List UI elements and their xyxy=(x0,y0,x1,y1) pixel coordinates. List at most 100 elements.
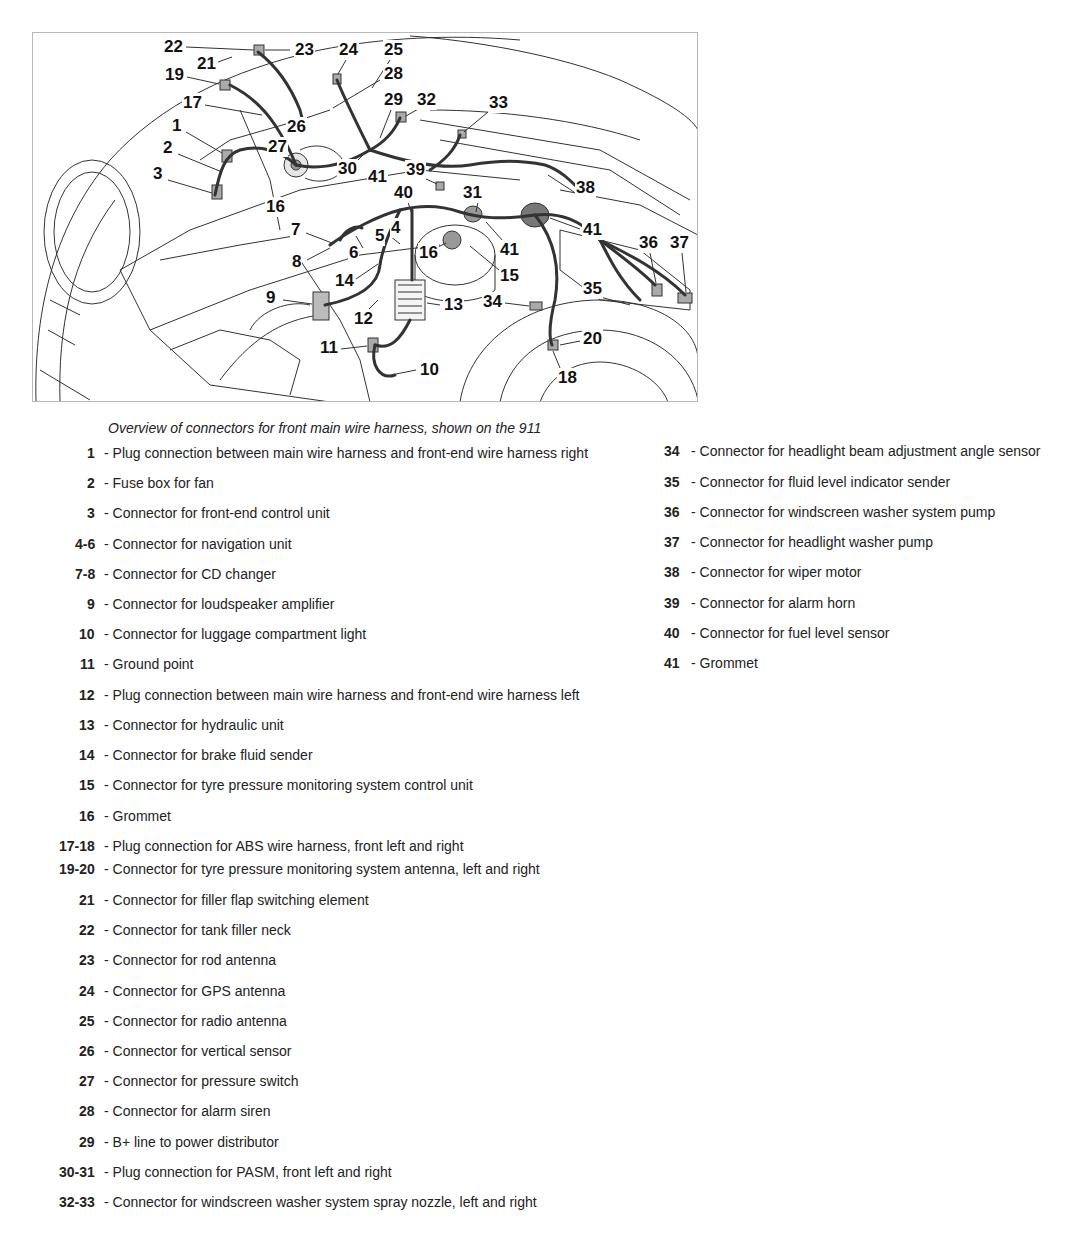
key-number: 38 xyxy=(664,564,680,580)
key-text: - Connector for alarm horn xyxy=(691,595,855,611)
key-number: 12 xyxy=(79,687,95,703)
car-body xyxy=(150,245,440,330)
car-body xyxy=(36,36,697,401)
callout-number: 34 xyxy=(482,292,503,312)
leader-lines xyxy=(600,297,630,305)
callout-number: 14 xyxy=(334,271,355,291)
callout-number: 13 xyxy=(443,295,464,315)
wire-harness xyxy=(430,135,460,170)
components xyxy=(530,302,542,310)
car-body xyxy=(36,37,520,401)
leader-lines xyxy=(380,110,391,138)
key-number: 13 xyxy=(79,717,95,733)
key-text: - Connector for fuel level sensor xyxy=(691,625,889,641)
key-number: 22 xyxy=(79,922,95,938)
figure-caption: Overview of connectors for front main wi… xyxy=(108,420,541,436)
callout-number: 20 xyxy=(582,329,603,349)
key-number: 7-8 xyxy=(75,566,95,582)
wire-harness xyxy=(215,52,685,376)
leader-lines xyxy=(168,180,212,193)
callout-number: 41 xyxy=(582,220,603,240)
callout-number: 26 xyxy=(286,117,307,137)
leader-lines xyxy=(650,253,656,283)
car-body xyxy=(415,225,495,285)
callout-number: 7 xyxy=(290,220,301,240)
key-text: - Connector for windscreen washer system… xyxy=(104,1194,537,1210)
leader-lines xyxy=(186,132,222,153)
key-number: 9 xyxy=(87,596,95,612)
callout-number: 5 xyxy=(374,226,385,246)
components xyxy=(443,231,461,249)
components xyxy=(395,280,425,320)
callout-number: 40 xyxy=(393,183,414,203)
components xyxy=(398,285,422,313)
leader-lines xyxy=(505,303,529,306)
key-text: - Connector for tyre pressure monitoring… xyxy=(104,777,473,793)
leader-lines xyxy=(424,178,437,184)
key-number: 35 xyxy=(664,474,680,490)
leader-lines xyxy=(548,175,574,192)
key-text: - Connector for rod antenna xyxy=(104,952,276,968)
key-number: 19-20 xyxy=(59,861,95,877)
leader-lines xyxy=(187,77,219,84)
key-number: 10 xyxy=(79,626,95,642)
wire-harness xyxy=(535,215,557,345)
callout-number: 25 xyxy=(383,40,404,60)
components xyxy=(212,45,692,352)
key-text: - Connector for GPS antenna xyxy=(104,983,285,999)
callout-number: 4 xyxy=(390,218,401,238)
leader-lines xyxy=(464,112,488,132)
key-number: 15 xyxy=(79,777,95,793)
key-text: - Connector for navigation unit xyxy=(104,536,292,552)
key-text: - Plug connection between main wire harn… xyxy=(104,687,579,703)
callout-number: 41 xyxy=(367,167,388,187)
leader-lines xyxy=(218,57,232,62)
key-text: - Connector for hydraulic unit xyxy=(104,717,284,733)
key-text: - Fuse box for fan xyxy=(104,475,214,491)
key-number: 30-31 xyxy=(59,1164,95,1180)
key-number: 34 xyxy=(664,443,680,459)
callout-number: 39 xyxy=(405,160,426,180)
key-text: - Grommet xyxy=(691,655,758,671)
callout-number: 19 xyxy=(164,65,185,85)
car-body xyxy=(540,362,668,401)
callout-number: 6 xyxy=(348,243,359,263)
callout-number: 35 xyxy=(582,279,603,299)
car-body xyxy=(170,330,300,395)
leader-lines xyxy=(265,50,290,51)
wire-harness xyxy=(375,320,410,346)
leader-lines xyxy=(341,346,367,349)
car-body xyxy=(460,300,697,401)
key-number: 39 xyxy=(664,595,680,611)
car-body xyxy=(410,36,697,130)
callout-number: 17 xyxy=(182,93,203,113)
key-text: - Connector for front-end control unit xyxy=(104,505,330,521)
callout-number: 15 xyxy=(499,266,520,286)
callout-number: 3 xyxy=(152,164,163,184)
car-body xyxy=(120,170,520,270)
car-body xyxy=(40,370,90,400)
callout-number: 22 xyxy=(163,37,184,57)
key-number: 26 xyxy=(79,1043,95,1059)
callout-number: 30 xyxy=(337,159,358,179)
key-text: - Connector for fluid level indicator se… xyxy=(691,474,950,490)
components xyxy=(436,182,444,190)
key-number: 40 xyxy=(664,625,680,641)
leader-lines xyxy=(553,351,560,368)
callout-number: 1 xyxy=(171,116,182,136)
key-number: 25 xyxy=(79,1013,95,1029)
leader-lines xyxy=(283,300,312,304)
car-body xyxy=(250,304,310,330)
car-body xyxy=(200,110,330,160)
key-number: 36 xyxy=(664,504,680,520)
wire-harness xyxy=(337,80,370,150)
car-body xyxy=(220,315,320,380)
callout-number: 31 xyxy=(462,183,483,203)
car-body xyxy=(48,300,80,345)
key-number: 32-33 xyxy=(59,1194,95,1210)
key-number: 28 xyxy=(79,1103,95,1119)
leader-lines xyxy=(205,105,262,115)
leader-lines xyxy=(682,253,686,292)
key-text: - Connector for pressure switch xyxy=(104,1073,299,1089)
key-number: 11 xyxy=(80,656,95,672)
